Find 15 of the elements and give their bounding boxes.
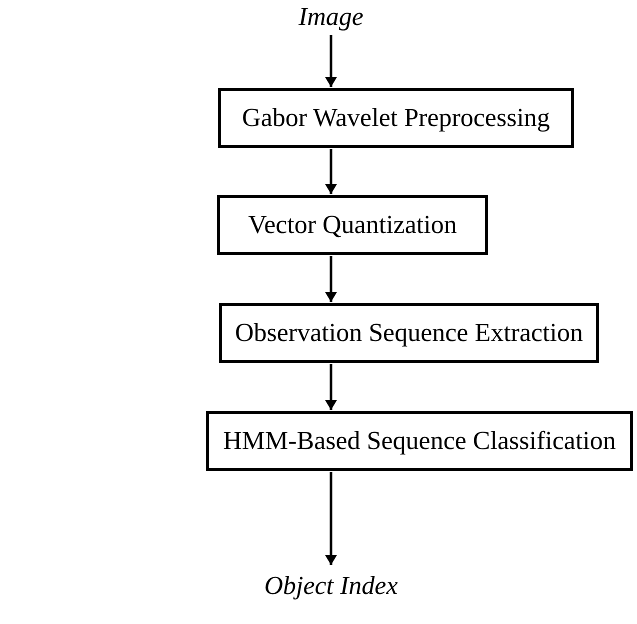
process-label: Vector Quantization bbox=[248, 210, 457, 240]
process-box bbox=[219, 303, 599, 363]
process-box bbox=[206, 411, 633, 471]
process-label: Observation Sequence Extraction bbox=[235, 318, 583, 348]
arrow bbox=[325, 256, 337, 302]
process-box bbox=[218, 88, 574, 148]
io-label: Image bbox=[298, 2, 364, 32]
arrow bbox=[325, 472, 337, 565]
arrow bbox=[325, 149, 337, 194]
process-label: HMM-Based Sequence Classification bbox=[223, 426, 616, 456]
arrow bbox=[325, 35, 337, 87]
io-label: Object Index bbox=[264, 571, 398, 601]
process-label: Gabor Wavelet Preprocessing bbox=[242, 103, 550, 133]
arrow bbox=[325, 364, 337, 410]
process-box bbox=[217, 195, 488, 255]
